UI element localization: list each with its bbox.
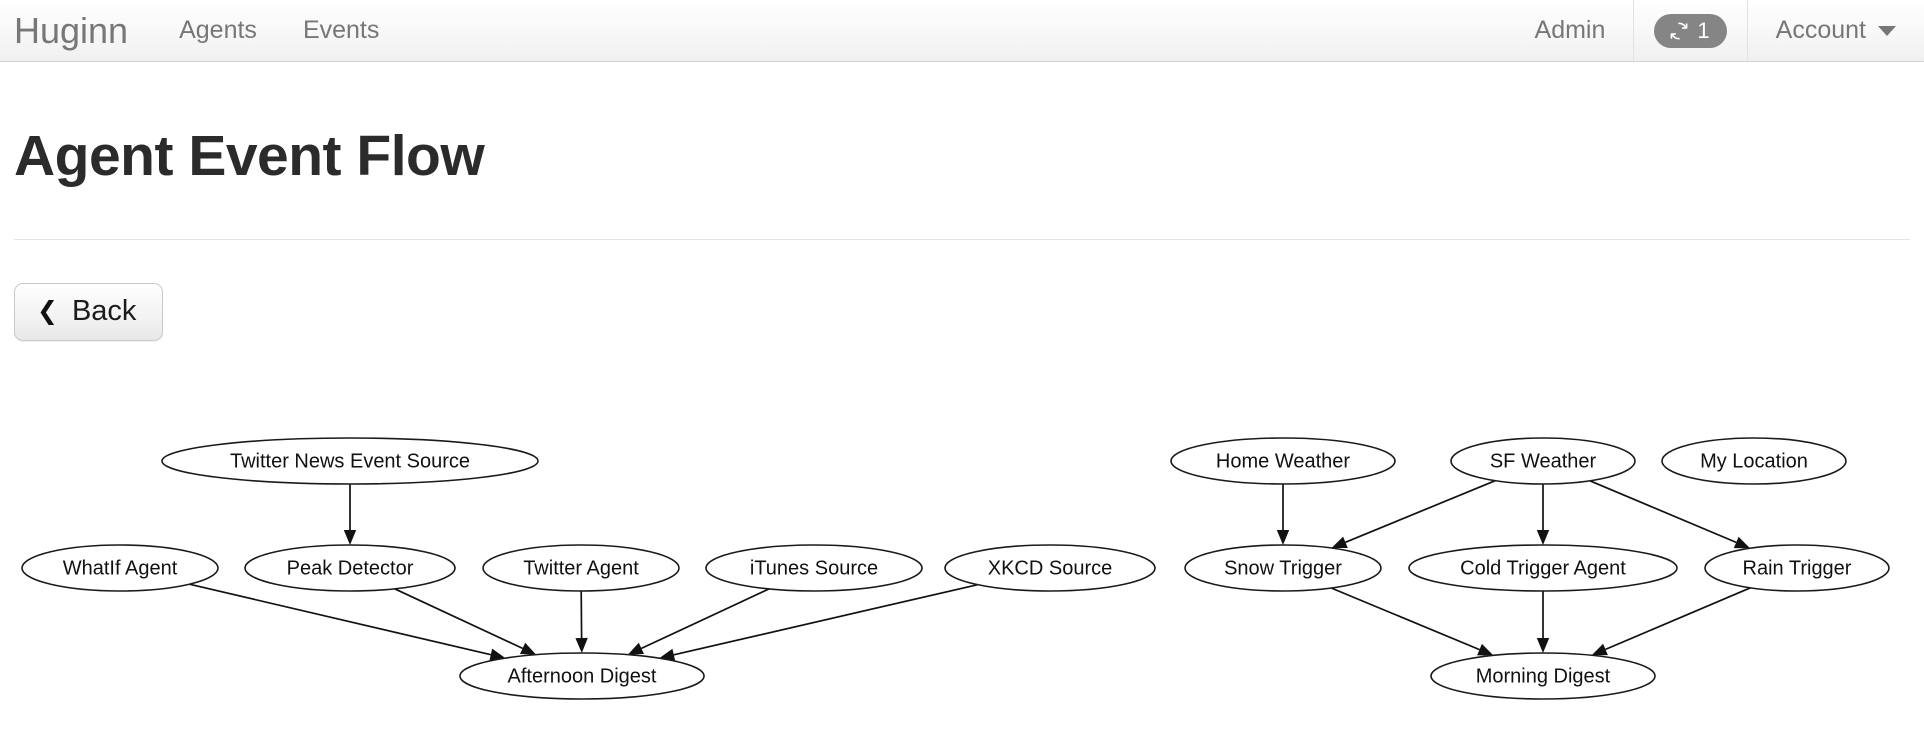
graph-edge-arrowhead (659, 648, 676, 661)
graph-edge-arrowhead (1536, 530, 1550, 545)
nav-link-account[interactable]: Account (1748, 0, 1924, 61)
graph-edge-arrowhead (343, 530, 357, 545)
graph-edge-arrowhead (1591, 643, 1608, 656)
graph-node-cold[interactable]: Cold Trigger Agent (1408, 544, 1678, 592)
node-label: WhatIf Agent (63, 557, 178, 579)
node-shape[interactable] (21, 544, 219, 592)
nav-item-events[interactable]: Events (280, 0, 402, 61)
node-label: Twitter News Event Source (230, 450, 470, 472)
graph-edge (189, 583, 491, 656)
node-label: Cold Trigger Agent (1460, 557, 1626, 579)
graph-node-sf_weather[interactable]: SF Weather (1450, 437, 1636, 485)
graph-edge (1605, 587, 1751, 651)
node-shape[interactable] (244, 544, 456, 592)
node-label: Afternoon Digest (508, 665, 657, 687)
graph-node-twitter_agent[interactable]: Twitter Agent (482, 544, 680, 592)
secondary-nav: Admin 1 Account (1507, 0, 1924, 61)
title-divider (14, 238, 1910, 240)
graph-node-xkcd[interactable]: XKCD Source (944, 544, 1156, 592)
node-label: XKCD Source (988, 557, 1113, 579)
node-shape[interactable] (1430, 652, 1656, 700)
graph-node-morning[interactable]: Morning Digest (1430, 652, 1656, 700)
graph-edge (641, 588, 770, 650)
nav-link-events[interactable]: Events (302, 16, 380, 44)
graph-edge-arrowhead (1733, 536, 1750, 549)
node-shape[interactable] (944, 544, 1156, 592)
graph-edge-arrowhead (520, 642, 537, 655)
graph-edge-arrowhead (627, 642, 644, 655)
node-shape[interactable] (1661, 437, 1847, 485)
worker-count: 1 (1697, 17, 1710, 43)
worker-status-badge[interactable]: 1 (1654, 13, 1727, 48)
chevron-left-icon: ❮ (37, 296, 58, 325)
graph-edge (1589, 480, 1737, 544)
node-label: Twitter Agent (523, 557, 639, 579)
node-label: Snow Trigger (1224, 557, 1342, 579)
primary-nav: Agents Events (156, 0, 402, 61)
brand-huginn[interactable]: Huginn (14, 9, 129, 51)
graph-node-home_weather[interactable]: Home Weather (1170, 437, 1396, 485)
worker-status-cell[interactable]: 1 (1633, 0, 1748, 61)
node-label: Peak Detector (287, 557, 414, 579)
graph-edge (1330, 587, 1480, 651)
graph-node-itunes[interactable]: iTunes Source (705, 544, 923, 592)
top-navbar: Huginn Agents Events Admin 1 Account (0, 0, 1924, 62)
node-label: SF Weather (1490, 450, 1597, 472)
graph-edge (1345, 479, 1496, 544)
graph-edge-arrowhead (1331, 536, 1348, 548)
account-label: Account (1775, 16, 1866, 44)
graph-edge (394, 588, 523, 650)
back-button[interactable]: ❮ Back (14, 282, 164, 341)
graph-node-whatif[interactable]: WhatIf Agent (21, 544, 219, 592)
graph-node-twitter_news[interactable]: Twitter News Event Source (161, 437, 539, 485)
graph-edge-arrowhead (1536, 638, 1550, 653)
graph-node-afternoon[interactable]: Afternoon Digest (459, 652, 705, 700)
node-shape[interactable] (1408, 544, 1678, 592)
graph-node-peak[interactable]: Peak Detector (244, 544, 456, 592)
chevron-down-icon (1878, 25, 1896, 36)
nav-link-agents[interactable]: Agents (179, 16, 257, 44)
node-shape[interactable] (1184, 544, 1382, 592)
node-shape[interactable] (161, 437, 539, 485)
node-shape[interactable] (1170, 437, 1396, 485)
graph-edge-arrowhead (1276, 530, 1290, 545)
node-label: Home Weather (1216, 450, 1350, 472)
node-label: iTunes Source (750, 557, 878, 579)
graph-edge-arrowhead (489, 648, 506, 661)
page-title: Agent Event Flow (14, 124, 485, 188)
refresh-icon (1668, 20, 1690, 42)
graph-nodes: Twitter News Event Source Home Weather SF … (21, 437, 1890, 700)
node-label: Morning Digest (1476, 665, 1611, 687)
graph-edges (189, 479, 1751, 661)
node-shape[interactable] (1450, 437, 1636, 485)
graph-node-snow[interactable]: Snow Trigger (1184, 544, 1382, 592)
back-button-label: Back (71, 294, 137, 327)
graph-edge (673, 583, 978, 656)
graph-canvas: Twitter News Event Source Home Weather SF … (21, 437, 1890, 700)
nav-link-admin[interactable]: Admin (1534, 16, 1606, 44)
graph-edge-arrowhead (575, 637, 588, 653)
node-label: Rain Trigger (1743, 557, 1852, 579)
page-container: Agent Event Flow ❮ Back (0, 124, 1924, 341)
graph-node-rain[interactable]: Rain Trigger (1704, 544, 1890, 592)
agent-event-flow-graph: Twitter News Event Source Home Weather SF … (0, 420, 1924, 754)
graph-node-my_location[interactable]: My Location (1661, 437, 1847, 485)
node-shape[interactable] (482, 544, 680, 592)
node-shape[interactable] (459, 652, 705, 700)
node-shape[interactable] (1704, 544, 1890, 592)
graph-edge-arrowhead (1477, 643, 1494, 656)
node-label: My Location (1700, 450, 1808, 472)
node-shape[interactable] (705, 544, 923, 592)
nav-item-agents[interactable]: Agents (156, 0, 280, 61)
